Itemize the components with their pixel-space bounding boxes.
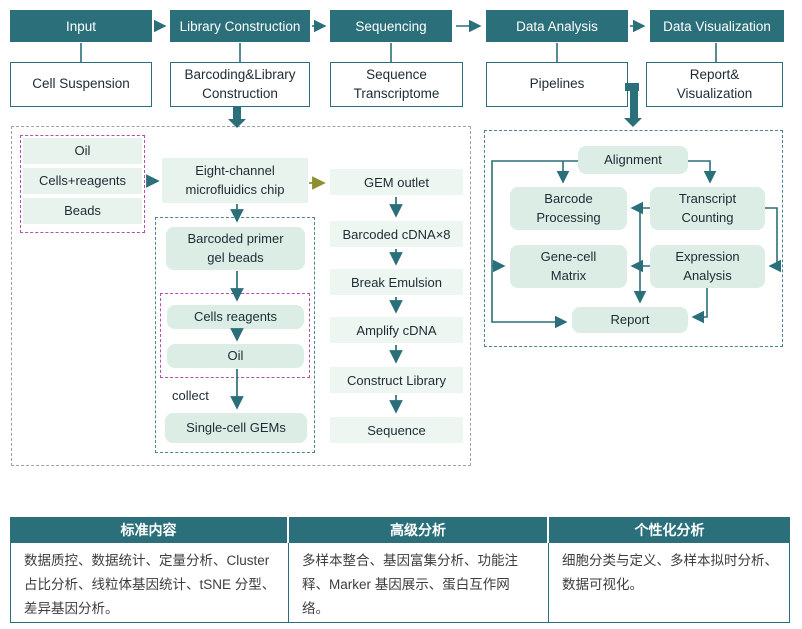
phase-data-analysis-label: Data Analysis: [516, 18, 598, 34]
box-amplify-cdna: Amplify cDNA: [330, 317, 463, 343]
table-body-row: 数据质控、数据统计、定量分析、Cluster 占比分析、线粒体基因统计、tSNE…: [10, 543, 790, 623]
table-cell-personalized: 细胞分类与定义、多样本拟时分析、数据可视化。: [548, 543, 791, 622]
box-break-emulsion: Break Emulsion: [330, 269, 463, 295]
analysis-content-table: 标准内容 高级分析 个性化分析 数据质控、数据统计、定量分析、Cluster 占…: [10, 517, 790, 623]
box-cell-suspension: Cell Suspension: [10, 62, 152, 107]
table-header-personalized: 个性化分析: [547, 517, 790, 543]
box-construct-library: Construct Library: [330, 367, 463, 393]
table-cell-standard: 数据质控、数据统计、定量分析、Cluster 占比分析、线粒体基因统计、tSNE…: [24, 553, 276, 616]
box-cells-reagents: Cells reagents: [167, 305, 304, 329]
box-barcoding-library-construction: Barcoding&Library Construction: [170, 62, 310, 107]
table-header-row: 标准内容 高级分析 个性化分析: [10, 517, 790, 543]
box-single-cell-gems: Single-cell GEMs: [165, 413, 307, 443]
node-barcode-processing: Barcode Processing: [510, 187, 627, 230]
box-beads-input: Beads: [23, 198, 142, 224]
collect-label: collect: [172, 388, 209, 403]
phase-data-visualization-label: Data Visualization: [663, 18, 771, 34]
phase-sequencing-label: Sequencing: [355, 18, 427, 34]
table-header-standard: 标准内容: [10, 517, 287, 543]
data-analysis-panel: [484, 130, 783, 347]
phase-data-visualization: Data Visualization: [650, 10, 784, 42]
node-report: Report: [572, 307, 688, 333]
box-oil-gem: Oil: [167, 344, 304, 368]
node-gene-cell-matrix: Gene-cell Matrix: [510, 245, 627, 288]
node-alignment: Alignment: [578, 146, 688, 174]
node-expression-analysis: Expression Analysis: [650, 245, 765, 288]
box-barcoded-cdna: Barcoded cDNA×8: [330, 221, 463, 247]
phase-library-construction-label: Library Construction: [179, 18, 301, 34]
input-reagents-group: [20, 135, 145, 233]
node-transcript-counting: Transcript Counting: [650, 187, 765, 230]
box-pipelines: Pipelines: [486, 62, 628, 107]
box-sequence-transcriptome: Sequence Transcriptome: [330, 62, 463, 107]
box-sequence-step: Sequence: [330, 417, 463, 443]
phase-input-label: Input: [65, 18, 97, 34]
box-barcoded-primer-gel-beads: Barcoded primer gel beads: [166, 227, 305, 270]
box-cells-reagents-input: Cells+reagents: [23, 168, 142, 194]
box-microfluidics-chip: Eight-channel microfluidics chip: [162, 158, 308, 203]
table-header-advanced: 高级分析: [287, 517, 547, 543]
phase-input: Input: [10, 10, 152, 42]
phase-data-analysis: Data Analysis: [486, 10, 628, 42]
box-gem-outlet: GEM outlet: [330, 169, 463, 195]
phase-library-construction: Library Construction: [170, 10, 310, 42]
box-oil-input: Oil: [23, 138, 142, 164]
phase-sequencing: Sequencing: [330, 10, 452, 42]
table-cell-advanced: 多样本整合、基因富集分析、功能注释、Marker 基因展示、蛋白互作网络。: [288, 543, 548, 622]
box-report-visualization: Report& Visualization: [646, 62, 783, 107]
